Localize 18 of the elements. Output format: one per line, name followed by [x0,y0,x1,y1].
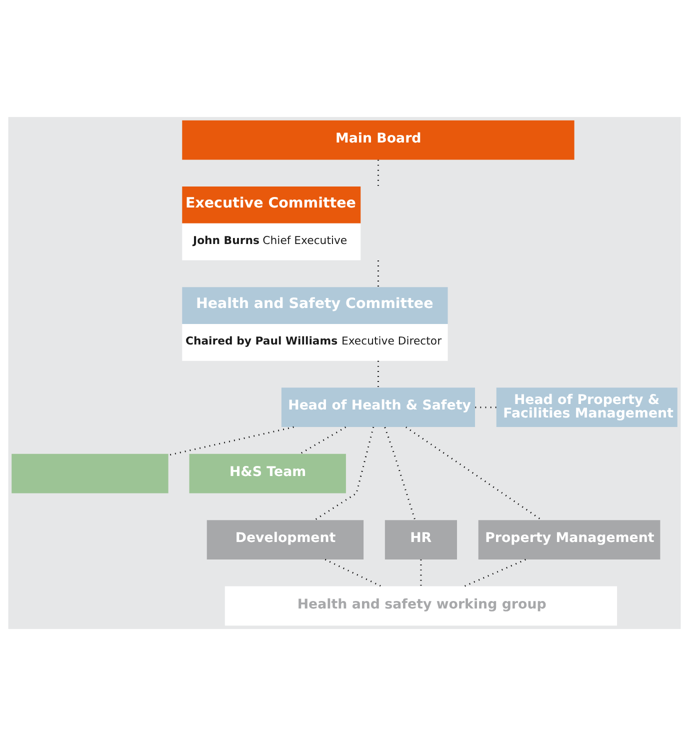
connector [300,426,346,454]
connector [384,427,416,520]
node-box: Head of Health & Safety [281,388,476,428]
node-box: Head of Property & Facilities Management [496,388,678,428]
node-box: HR [384,520,457,560]
connector [324,558,382,587]
node-box: Property Management [478,520,660,560]
connector [475,406,496,408]
node-box: Health and safety working group [224,586,618,626]
node-box: Development [206,520,364,560]
node-box [12,454,168,494]
node-box: Main Board [182,120,574,160]
connector [314,426,374,520]
connector [377,160,379,186]
node-box: H&S Team [189,454,346,494]
connector [168,426,294,456]
connector [464,558,526,587]
connector [406,426,542,521]
